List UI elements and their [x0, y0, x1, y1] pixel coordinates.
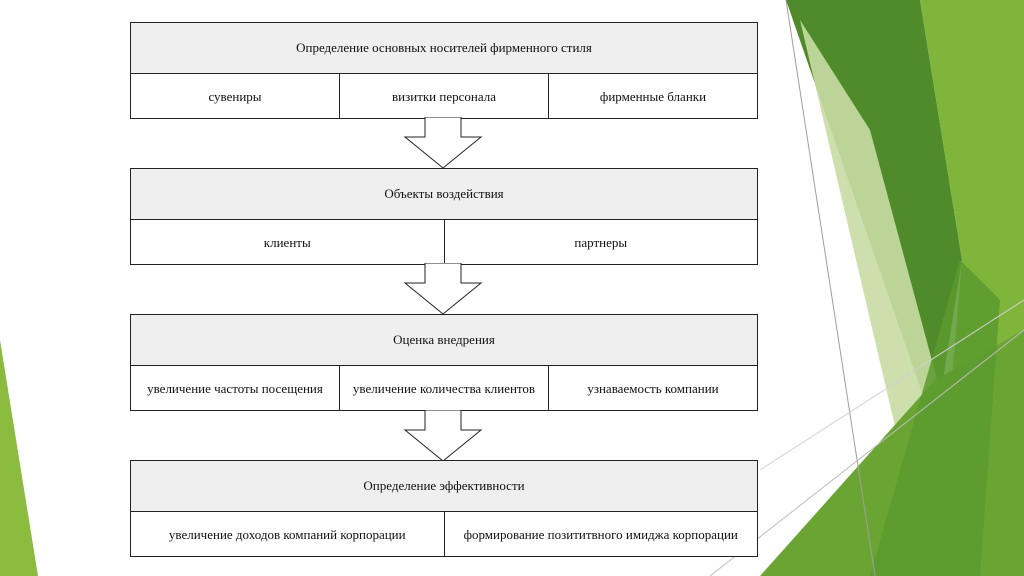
- down-arrow: [403, 117, 483, 169]
- thin-line-2: [709, 329, 1024, 576]
- left-green-shard: [0, 340, 38, 576]
- block-items-row: увеличение частоты посещения увеличение …: [131, 366, 757, 410]
- block-evaluation: Оценка внедрения увеличение частоты посе…: [130, 314, 758, 411]
- down-arrow: [403, 410, 483, 462]
- block-title: Определение эффективности: [131, 461, 757, 512]
- block-items-row: сувениры визитки персонала фирменные бла…: [131, 74, 757, 118]
- down-arrow: [403, 263, 483, 315]
- block-title: Объекты воздействия: [131, 169, 757, 220]
- block-items-row: увеличение доходов компаний корпорации ф…: [131, 512, 757, 556]
- block-item: формирование позититвного имиджа корпора…: [443, 512, 758, 556]
- block-item: увеличение доходов компаний корпорации: [168, 526, 406, 542]
- block-item: увеличение количества клиентов: [339, 366, 548, 410]
- block-item: партнеры: [443, 220, 758, 264]
- block-title: Определение основных носителей фирменног…: [131, 23, 757, 74]
- thin-line-3: [759, 299, 1024, 471]
- block-carriers: Определение основных носителей фирменног…: [130, 22, 758, 119]
- block-effectiveness: Определение эффективности увеличение дох…: [130, 460, 758, 557]
- block-item: сувениры: [208, 88, 262, 104]
- block-item: фирменные бланки: [548, 74, 757, 118]
- block-targets: Объекты воздействия клиенты партнеры: [130, 168, 758, 265]
- block-item: визитки персонала: [339, 74, 548, 118]
- right-green-shard-accent: [870, 260, 1000, 576]
- block-title: Оценка внедрения: [131, 315, 757, 366]
- block-item: увеличение частоты посещения: [147, 380, 323, 396]
- block-item: клиенты: [263, 234, 311, 250]
- block-items-row: клиенты партнеры: [131, 220, 757, 264]
- block-item: узнаваемость компании: [548, 366, 757, 410]
- thin-line-1: [785, 0, 876, 576]
